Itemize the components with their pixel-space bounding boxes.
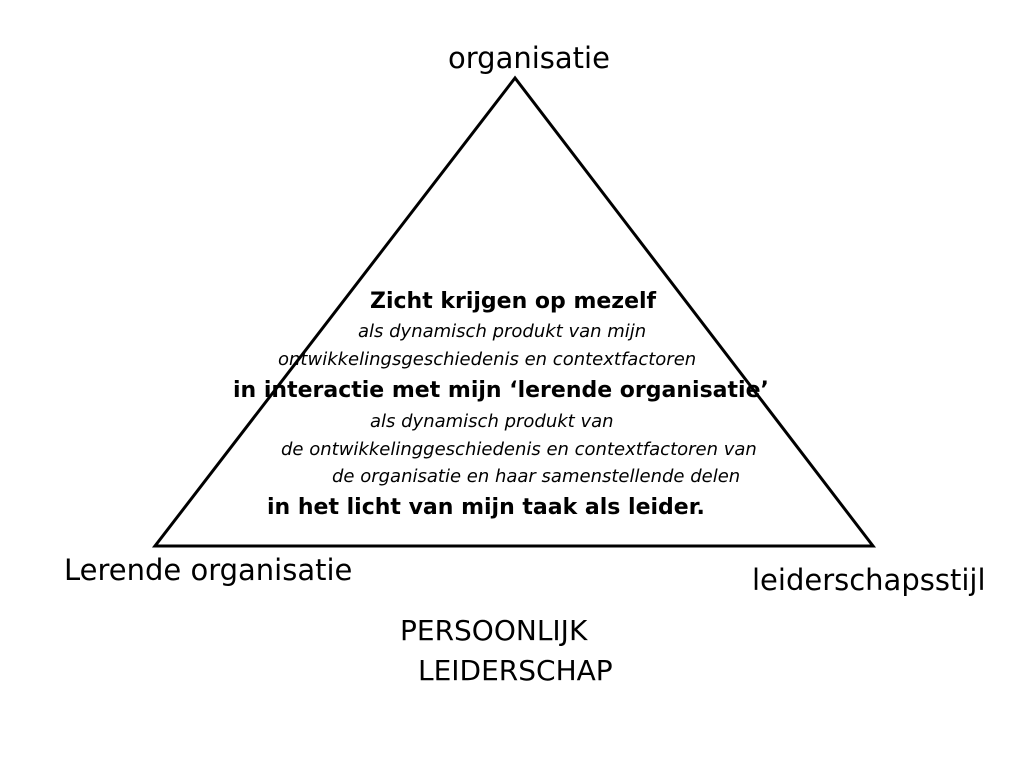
triangle-shape: [151, 75, 877, 548]
center-text-line: ontwikkelingsgeschiedenis en contextfact…: [278, 349, 697, 370]
footer-title-line-1: PERSOONLIJK: [400, 614, 588, 647]
center-text-line: de organisatie en haar samenstellende de…: [332, 466, 741, 487]
center-text-conclusion: in het licht van mijn taak als leider.: [267, 495, 705, 520]
vertex-label-top: organisatie: [448, 41, 610, 75]
center-text-line: als dynamisch produkt van: [370, 411, 614, 432]
vertex-label-bottom-left: Lerende organisatie: [64, 553, 353, 587]
center-text-emphasis: in interactie met mijn ‘lerende organisa…: [233, 378, 769, 403]
center-text-line: als dynamisch produkt van mijn: [358, 321, 647, 342]
center-text-line: de ontwikkelinggeschiedenis en contextfa…: [281, 439, 757, 460]
footer-title-line-2: LEIDERSCHAP: [418, 654, 613, 687]
vertex-label-bottom-right: leiderschapsstijl: [752, 563, 986, 597]
center-text-heading: Zicht krijgen op mezelf: [370, 289, 657, 314]
